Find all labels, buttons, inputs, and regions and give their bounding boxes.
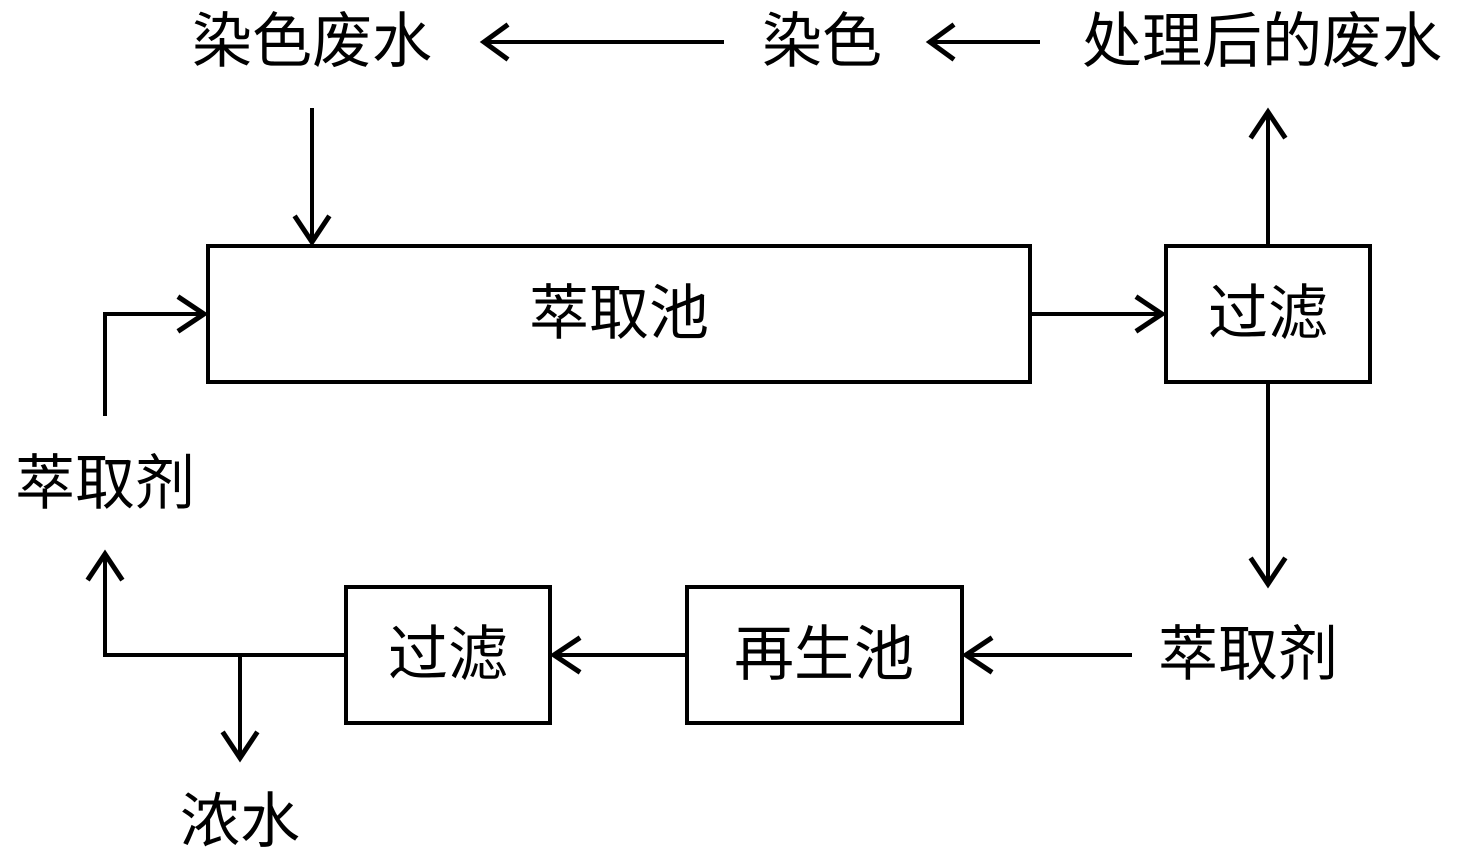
extraction-tank-label: 萃取池	[529, 279, 709, 349]
arrow-regeneration-to-filtration-head	[549, 635, 582, 675]
arrow-dyeing-to-wastewater-head	[479, 22, 510, 62]
filtration-bottom-label: 过滤	[388, 620, 508, 690]
arrow-treated-to-dyeing-head	[925, 22, 956, 62]
regeneration-tank-label: 再生池	[734, 620, 914, 690]
extractant-right-label: 萃取剂	[1158, 620, 1338, 690]
extractant-left-label: 萃取剂	[15, 449, 195, 519]
arrow-to-concentrate-head	[220, 730, 260, 763]
arrow-filtration-to-extractant-recycle-head	[85, 549, 125, 582]
arrow-filtration-to-extractant-recycle	[103, 554, 346, 657]
arrow-filtration-to-treated-head	[1248, 107, 1288, 140]
arrow-extractant-to-extraction-head	[176, 294, 209, 334]
arrow-extraction-to-filtration-head	[1134, 294, 1167, 334]
dyeing-label: 染色	[762, 7, 882, 77]
arrow-wastewater-to-extraction-head	[292, 214, 332, 247]
filtration-top-box	[1164, 244, 1372, 384]
arrow-extractant-to-extraction	[103, 312, 204, 416]
filtration-top-label: 过滤	[1208, 279, 1328, 349]
treated-wastewater-label: 处理后的废水	[1082, 7, 1442, 77]
dye-wastewater-label: 染色废水	[192, 7, 432, 77]
arrow-filtration-to-extractant-head	[1248, 556, 1288, 589]
extraction-tank-box	[206, 244, 1032, 384]
arrow-extractant-to-regeneration-head	[961, 635, 994, 675]
regeneration-tank-box	[685, 585, 964, 725]
concentrate-label: 浓水	[180, 787, 300, 856]
